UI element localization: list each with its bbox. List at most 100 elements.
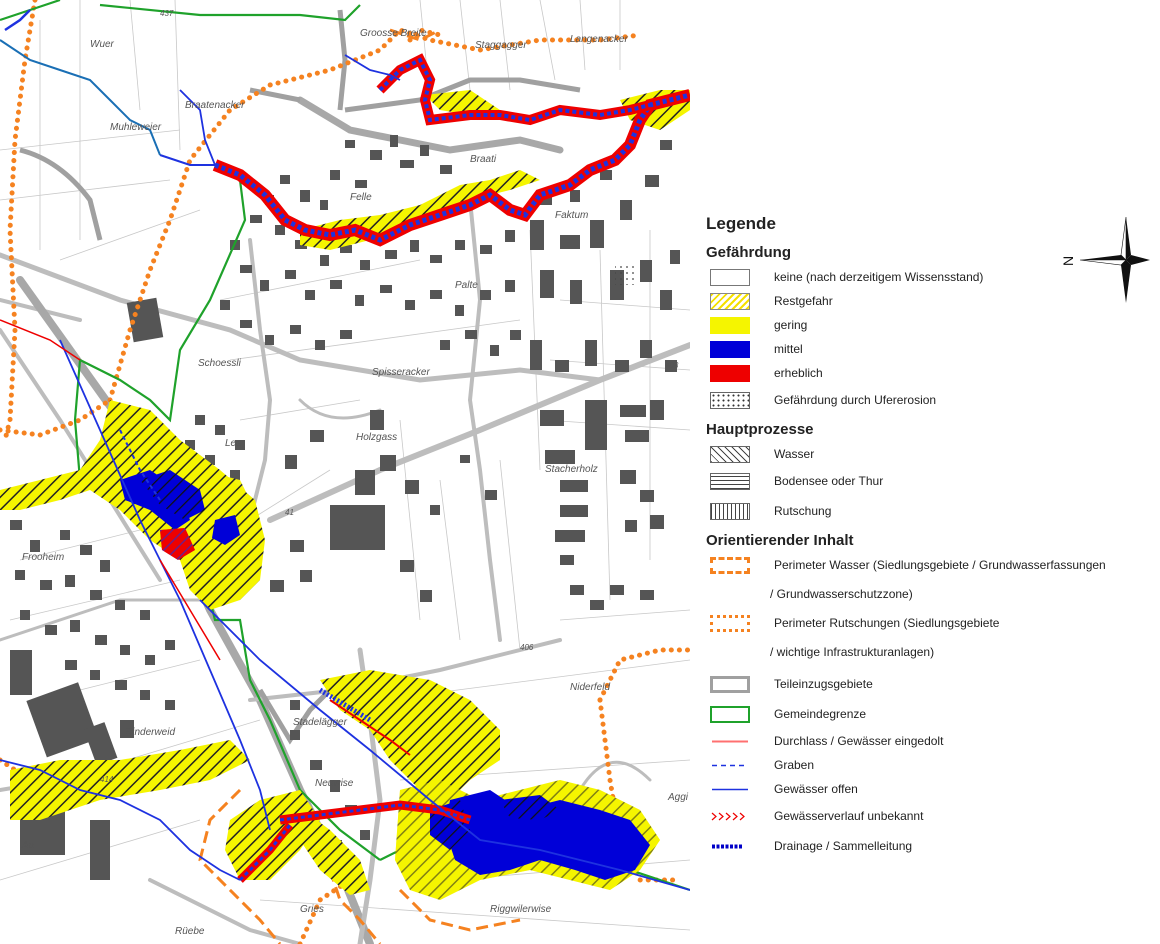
legend-item: keine (nach derzeitigem Wissensstand): [706, 265, 1156, 289]
legend-label: keine (nach derzeitigem Wissensstand): [774, 270, 984, 284]
legend-item: mittel: [706, 337, 1156, 361]
blue-dashed-line-icon: [710, 757, 750, 774]
legend-label: erheblich: [774, 366, 823, 380]
map-label: Langenacker: [570, 34, 628, 45]
map-label: Frooheim: [22, 552, 64, 563]
elevation-labels: 437 408 406 414 41: [100, 9, 679, 784]
erosion-icon: [710, 391, 750, 409]
legend-label: Restgefahr: [774, 294, 833, 308]
legend-label: Perimeter Rutschungen (Siedlungsgebiete: [774, 616, 1000, 630]
legend-label: Gefährdung durch Ufererosion: [774, 393, 937, 407]
legend-label: gering: [774, 318, 808, 332]
legend-label: Wasser: [774, 447, 815, 461]
diagonal-hatch-icon: [710, 445, 750, 463]
water-courses: [0, 9, 690, 891]
blue-dense-dash-icon: [710, 838, 750, 855]
orange-dotted-box-icon: [710, 614, 750, 632]
map-label: Rüebe: [175, 926, 205, 937]
legend-item: Wasser: [706, 442, 1156, 466]
legend-label: Drainage / Sammelleitung: [774, 839, 913, 853]
parcel-lines: [0, 0, 690, 931]
legend-item: erheblich: [706, 361, 1156, 385]
map-label: Wuer: [90, 39, 115, 50]
legend-label: / Grundwasserschutzzone): [770, 587, 913, 601]
legend-label: Gemeindegrenze: [774, 707, 867, 721]
elevation-label: 406: [520, 643, 534, 652]
legend-heading-hauptprozesse: Hauptprozesse: [706, 421, 814, 438]
legend-label: Gewässer offen: [774, 782, 858, 796]
map-label: Faktum: [555, 210, 588, 221]
map-label: Gries: [300, 904, 324, 915]
map-label: Neuwise: [315, 778, 354, 789]
catchment-boundaries: [19, 9, 581, 745]
compass-rose-icon: N: [1060, 216, 1150, 303]
elevation-label: 414: [100, 775, 114, 784]
map-label: Groosse Breite: [360, 28, 427, 39]
legend-item: gering: [706, 313, 1156, 337]
grey-box-icon: [710, 675, 750, 693]
legend-label: mittel: [774, 342, 803, 356]
map-label: Braati: [470, 154, 497, 165]
legend-item: Rutschung: [706, 496, 1156, 526]
map-label: Schoessli: [198, 358, 242, 369]
green-box-icon: [710, 705, 750, 723]
elevation-label: 408: [665, 361, 679, 370]
legend-heading-orientierender-inhalt: Orientierender Inhalt: [706, 532, 854, 549]
legend-heading-gefaehrdung: Gefährdung: [706, 244, 791, 261]
place-labels: Wuer Muhleweier Braatenacker Groosse Bre…: [21, 28, 689, 937]
map-label: Spisseracker: [372, 367, 430, 378]
legend-label: Gewässerverlauf unbekannt: [774, 809, 924, 823]
legend-item: Graben: [706, 753, 1156, 777]
blue-line-icon: [710, 781, 750, 798]
box-white-icon: [710, 268, 750, 286]
red-line-icon: [710, 733, 750, 750]
map-label: Staggagger: [475, 40, 527, 51]
map-label: Holzgass: [356, 432, 397, 443]
legend-title: Legende: [706, 214, 776, 233]
map-label: Braatenacker: [185, 100, 245, 111]
vertical-hatch-icon: [710, 502, 750, 520]
box-blue-icon: [710, 340, 750, 358]
elevation-label: 41: [285, 508, 294, 517]
map-label: Stacherholz: [545, 464, 598, 475]
legend-item: Restgefahr: [706, 289, 1156, 313]
map-label: Au: [21, 840, 35, 851]
north-label: N: [1060, 256, 1076, 266]
legend-label: Teileinzugsgebiete: [774, 677, 873, 691]
legend-item: Teileinzugsgebiete: [706, 669, 1156, 699]
map-label: Aggi: [667, 792, 689, 803]
legend-item: Perimeter Rutschungen (Siedlungsgebiete: [706, 611, 1156, 635]
map-label: Riggwilerwise: [490, 904, 552, 915]
legend-label: Bodensee oder Thur: [774, 474, 884, 488]
orange-dashed-box-icon: [710, 556, 750, 574]
map-label: Muhleweier: [110, 122, 162, 133]
red-chevrons-icon: [710, 808, 750, 825]
legend-label: / wichtige Infrastrukturanlagen): [770, 645, 935, 659]
legend-item: Durchlass / Gewässer eingedolt: [706, 729, 1156, 753]
legend-label: Rutschung: [774, 504, 832, 518]
map-label: Stadelägger: [293, 717, 348, 728]
water-perimeter: [198, 28, 521, 944]
legend-item-continuation: / wichtige Infrastrukturanlagen): [706, 635, 1156, 669]
north-arrow: N: [1060, 215, 1150, 305]
horizontal-hatch-icon: [710, 472, 750, 490]
map-label: Lee: [225, 438, 242, 449]
hatched-yellow-icon: [710, 292, 750, 310]
legend-item: Bodensee oder Thur: [706, 466, 1156, 496]
legend-item: Perimeter Wasser (Siedlungsgebiete / Gru…: [706, 553, 1156, 577]
legend-label: Graben: [774, 758, 815, 772]
legend-label: Durchlass / Gewässer eingedolt: [774, 734, 944, 748]
box-red-icon: [710, 364, 750, 382]
legend-item: Gemeindegrenze: [706, 699, 1156, 729]
erosion-hazard-area: [615, 265, 635, 285]
map-label: Niderfeld: [570, 682, 610, 693]
elevation-label: 437: [160, 9, 174, 18]
legend-item: Gefährdung durch Ufererosion: [706, 385, 1156, 415]
legend-item: Drainage / Sammelleitung: [706, 831, 1156, 861]
box-yellow-icon: [710, 316, 750, 334]
legend-item-continuation: / Grundwasserschutzzone): [706, 577, 1156, 611]
legend-item: Gewässer offen: [706, 777, 1156, 801]
map-legend: Legende Gefährdung keine (nach derzeitig…: [706, 214, 1156, 861]
legend-item: Gewässerverlauf unbekannt: [706, 801, 1156, 831]
legend-label: Perimeter Wasser (Siedlungsgebiete / Gru…: [774, 558, 1106, 572]
